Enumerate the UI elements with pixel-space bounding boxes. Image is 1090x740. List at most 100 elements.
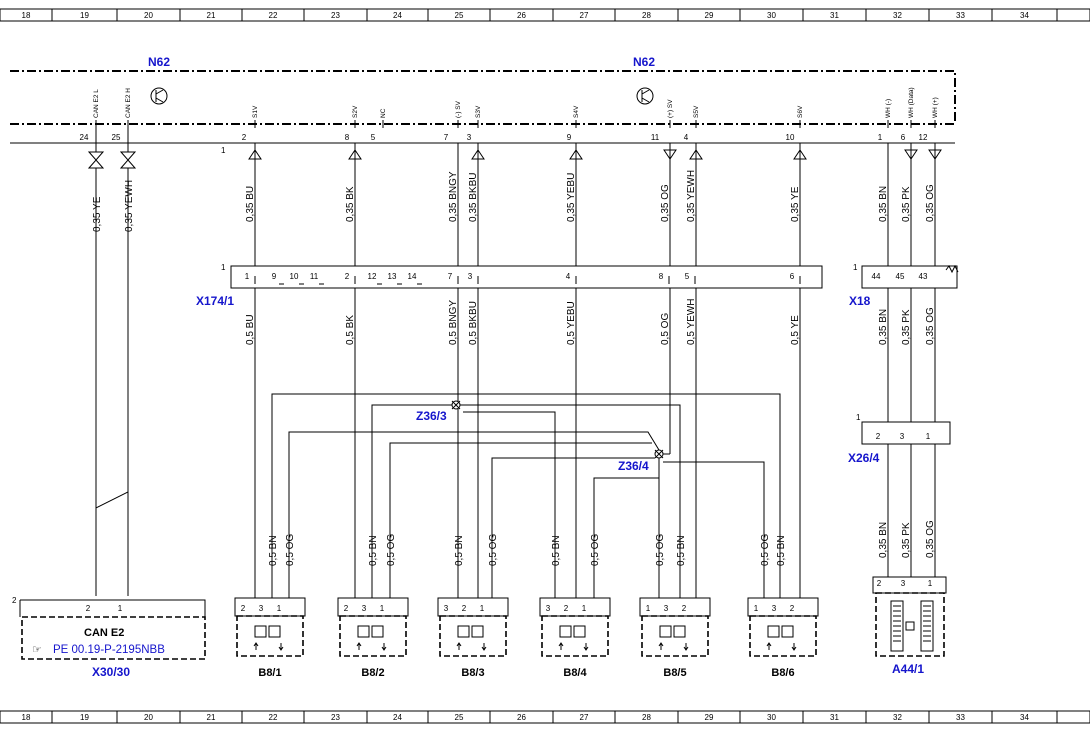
n62-pin-number: 12 (919, 133, 928, 142)
n62-pin-number: 1 (878, 133, 883, 142)
ruler-number: 28 (642, 11, 651, 20)
input-arrow-icon (569, 149, 583, 160)
n62-pin-signal: S3V (475, 105, 482, 118)
ruler-number: 23 (331, 713, 340, 722)
og-bus (288, 431, 660, 598)
arrow-icon (658, 642, 689, 651)
wire-label: 0,5 OG (386, 534, 397, 566)
wire-label: 0,35 PK (901, 309, 912, 345)
x174-index: 1 (221, 263, 226, 272)
wire-label: 0,5 YEWH (686, 299, 697, 346)
og-bus (491, 457, 655, 598)
sensor-element-icon (457, 625, 470, 638)
x174-pin-number: 12 (368, 272, 377, 281)
ruler-number: 23 (331, 11, 340, 20)
sensor-element-icon (268, 625, 281, 638)
n62-pin-signal: WH (-) (885, 99, 892, 118)
n62-pin-number: 7 (444, 133, 449, 142)
n62-pin-number: 2 (242, 133, 247, 142)
arrow-icon (558, 642, 589, 651)
n62-pin-number: 25 (112, 133, 121, 142)
wire-label: 0,5 BN (368, 535, 379, 566)
sensor-pin-number: 3 (546, 604, 551, 613)
wire-label: 0,5 BN (776, 535, 787, 566)
x30-title: CAN E2 (84, 627, 124, 639)
x174-pin-number: 1 (245, 272, 250, 281)
wire-label: 0,35 OG (660, 184, 671, 222)
ruler-number: 20 (144, 713, 153, 722)
n62-label-right: N62 (633, 55, 655, 69)
x26-label: X26/4 (848, 451, 880, 465)
og-bus (663, 461, 765, 598)
wire-label: 0,5 OG (760, 534, 771, 566)
bn-bus (463, 411, 556, 598)
n62-pin-number: 11 (651, 133, 660, 142)
x30-pin-number: 2 (86, 604, 91, 613)
sensor-label: B8/3 (461, 667, 484, 679)
sensor-pin-number: 2 (790, 604, 795, 613)
wire-label: 0,35 PK (901, 522, 912, 558)
n62-pin-signal: (-) SV (455, 100, 462, 118)
wire-label: 0,35 YE (92, 196, 103, 232)
splice-z36-3: Z36/3 (416, 400, 461, 423)
wire-label: 0,5 BN (268, 535, 279, 566)
wire-label: 0,35 BN (878, 522, 889, 558)
ruler-number: 31 (830, 713, 839, 722)
ruler-number: 21 (207, 713, 216, 722)
ruler-number: 29 (705, 11, 714, 20)
sensor-pin-number: 3 (664, 604, 669, 613)
wire-label: 0,5 OG (590, 534, 601, 566)
ruler-number: 29 (705, 713, 714, 722)
ruler-number: 27 (580, 713, 589, 722)
wire-label: 0,35 BNGY (448, 171, 459, 222)
x174-pin-number: 2 (345, 272, 350, 281)
bidirectional-arrow-icon (87, 151, 105, 169)
n62-pin-signal: CAN E2 H (125, 88, 132, 118)
a44-label: A44/1 (892, 662, 924, 676)
sensor-element-icon (471, 625, 484, 638)
sensor-label: B8/1 (258, 667, 281, 679)
sensor-pin-number: 3 (772, 604, 777, 613)
bidirectional-arrow-icon (119, 151, 137, 169)
wire-break (95, 491, 129, 509)
ruler-number: 28 (642, 713, 651, 722)
sensor-pin-number: 1 (754, 604, 759, 613)
sensor-label: B8/5 (663, 667, 686, 679)
wire-label: 0,35 YE (790, 186, 801, 222)
sensor-element-icon (254, 625, 267, 638)
reference-link[interactable]: ☞ PE 00.19-P-2195NBB (32, 644, 165, 656)
output-arrow-icon (904, 149, 918, 160)
wire-label: 0,35 OG (925, 184, 936, 222)
ruler-number: 18 (22, 11, 31, 20)
sensor-element-icon (781, 625, 794, 638)
ruler-number: 30 (767, 11, 776, 20)
x174-pin-number: 3 (468, 272, 473, 281)
ruler-number: 27 (580, 11, 589, 20)
input-arrow-icon (248, 149, 262, 160)
x26-pin-number: 3 (900, 432, 905, 441)
sensor-element-icon (659, 625, 672, 638)
arrow-icon (766, 642, 797, 651)
sensor-pin-number: 1 (646, 604, 651, 613)
x174-pin-number: 4 (566, 272, 571, 281)
n62-pin-signal: CAN E2 L (93, 89, 100, 118)
wire-label: 0,5 YE (790, 315, 801, 345)
wire-label: 0,35 YEBU (566, 173, 577, 222)
arrow-icon (356, 642, 387, 651)
ruler-number: 34 (1020, 713, 1029, 722)
sensor-pin-number: 1 (380, 604, 385, 613)
n62-pin-signal: S5V (693, 105, 700, 118)
x18-index: 1 (853, 263, 858, 272)
x30-pin-number: 1 (118, 604, 123, 613)
wire-label: 0,35 YEWH (124, 180, 135, 232)
shield-icon (945, 264, 959, 274)
reference-text[interactable]: PE 00.19-P-2195NBB (53, 644, 165, 656)
sensor-label: B8/6 (771, 667, 794, 679)
